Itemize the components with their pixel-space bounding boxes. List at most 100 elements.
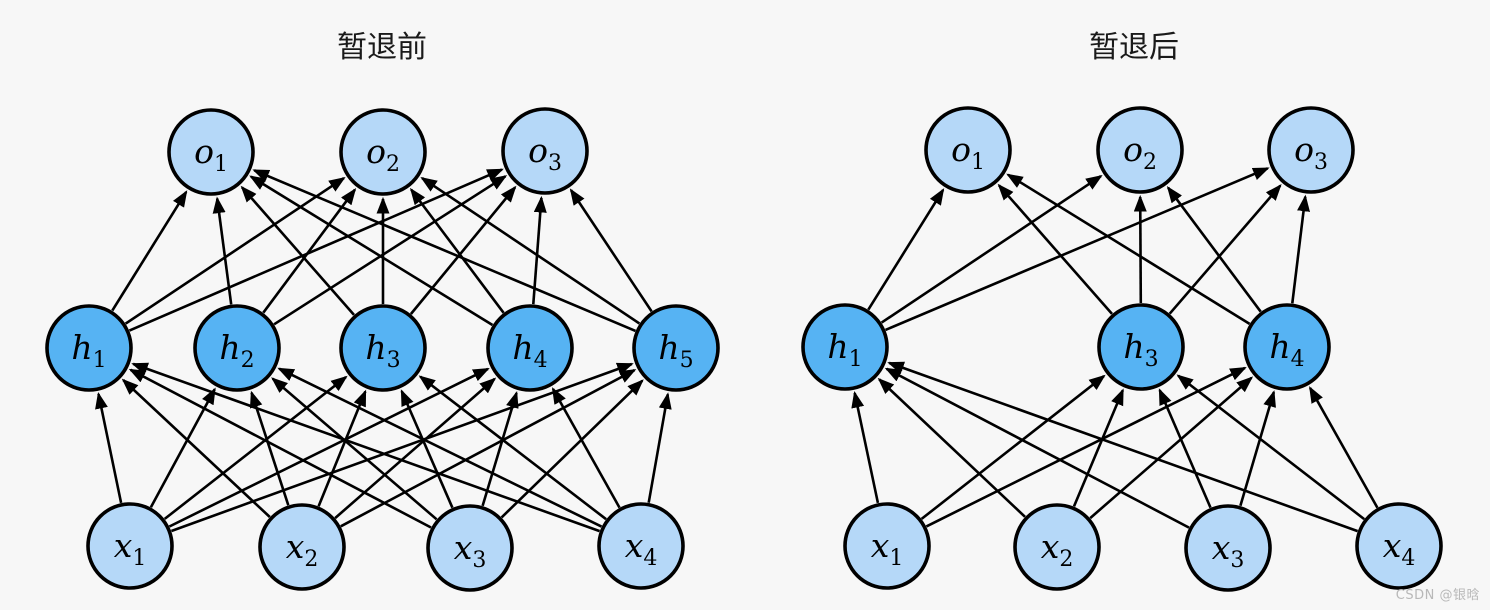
- node-label-before-x3: x3: [454, 528, 487, 573]
- edge-before-h2-o3: [273, 175, 508, 326]
- node-label-before-o1: o1: [194, 132, 228, 177]
- node-circle-after-x3: [1184, 504, 1272, 592]
- node-before-x3: x3: [426, 504, 514, 592]
- node-label-after-x3: x3: [1212, 528, 1245, 573]
- edge-before-h1-o2: [124, 176, 346, 325]
- node-label-after-x4: x4: [1383, 526, 1416, 571]
- node-circle-before-o3: [501, 107, 589, 195]
- edge-after-h3-o1: [997, 183, 1113, 315]
- node-label-before-h4: h4: [512, 328, 547, 373]
- edge-before-h5-o3: [569, 188, 653, 313]
- node-label-after-h3: h3: [1123, 327, 1158, 372]
- edge-after-x4-h4: [1308, 386, 1379, 509]
- edge-after-h4-o3: [1291, 194, 1310, 304]
- edge-after-x3-h3: [1158, 388, 1212, 509]
- edge-before-x2-h2: [249, 390, 290, 506]
- edge-before-x3-h3: [400, 389, 454, 509]
- node-label-before-h3: h3: [365, 328, 400, 373]
- node-after-h4: h4: [1243, 303, 1331, 391]
- node-after-h3: h3: [1097, 303, 1185, 391]
- node-label-after-x1: x1: [871, 526, 904, 571]
- edge-before-h5-o2: [420, 176, 641, 325]
- node-label-after-h4: h4: [1269, 327, 1304, 372]
- edge-after-h4-o2: [1166, 186, 1262, 313]
- edge-before-x3-h2: [271, 377, 438, 521]
- node-circle-before-o2: [339, 108, 427, 196]
- edge-before-x1-h2: [149, 387, 216, 508]
- node-after-o1: o1: [924, 106, 1012, 194]
- node-circle-after-o3: [1267, 106, 1355, 194]
- node-after-x4: x4: [1355, 502, 1443, 590]
- node-before-o3: o3: [501, 107, 589, 195]
- node-circle-before-x4: [597, 502, 685, 590]
- node-before-h5: h5: [632, 304, 720, 392]
- node-after-o3: o3: [1267, 106, 1355, 194]
- node-circle-after-x4: [1355, 502, 1443, 590]
- edge-before-h4-o1: [249, 175, 494, 327]
- panel-title-before: 暂退前: [337, 30, 427, 65]
- node-circle-before-x2: [258, 503, 346, 591]
- node-after-x2: x2: [1013, 503, 1101, 591]
- edge-after-x3-h4: [1239, 390, 1276, 507]
- node-circle-after-h3: [1097, 303, 1185, 391]
- node-label-before-x2: x2: [286, 527, 319, 572]
- edge-before-x2-h3: [317, 389, 367, 507]
- edge-after-h1-o3: [884, 167, 1270, 332]
- edge-before-x3-h1: [128, 368, 432, 529]
- edge-after-x1-h4: [925, 366, 1247, 528]
- edge-before-h4-o3: [532, 195, 547, 305]
- node-circle-after-x1: [843, 502, 931, 590]
- edge-before-x4-h3: [418, 375, 607, 521]
- node-after-x1: x1: [843, 502, 931, 590]
- edge-before-h4-o2: [409, 187, 505, 314]
- node-circle-before-x1: [86, 502, 174, 590]
- edge-before-x2-h4: [334, 377, 497, 520]
- edge-after-h3-o3: [1168, 184, 1282, 315]
- node-label-before-h2: h2: [219, 328, 254, 373]
- node-label-before-h5: h5: [658, 328, 693, 373]
- edge-before-x4-h4: [551, 387, 621, 509]
- edge-before-x1-h1: [95, 391, 123, 504]
- node-after-x3: x3: [1184, 504, 1272, 592]
- node-before-x4: x4: [597, 502, 685, 590]
- node-label-after-o1: o1: [951, 130, 985, 175]
- node-before-h3: h3: [339, 304, 427, 392]
- node-circle-after-h1: [801, 303, 889, 391]
- edge-before-h3-o1: [240, 185, 355, 316]
- edge-before-x3-h5: [500, 379, 644, 519]
- edge-before-h5-o1: [252, 169, 637, 333]
- edge-before-x2-h1: [121, 378, 271, 518]
- node-label-before-x4: x4: [625, 526, 658, 571]
- edge-before-x2-h5: [340, 368, 637, 528]
- node-label-before-x1: x1: [114, 526, 147, 571]
- node-circle-before-h5: [632, 304, 720, 392]
- node-after-o2: o2: [1096, 106, 1184, 194]
- edge-before-h1-o3: [128, 168, 504, 332]
- edge-after-x2-h1: [877, 377, 1026, 518]
- edge-after-h1-o1: [867, 188, 945, 311]
- edge-before-x1-h4: [168, 367, 490, 528]
- edge-after-h4-o1: [1006, 173, 1251, 326]
- node-before-h1: h1: [45, 304, 133, 392]
- watermark: CSDN @银晗: [1395, 588, 1480, 603]
- node-circle-before-o1: [167, 108, 255, 196]
- edge-after-x4-h3: [1176, 374, 1365, 521]
- edge-after-x1-h3: [920, 374, 1106, 520]
- edge-before-x4-h5: [647, 392, 672, 503]
- node-before-o2: o2: [339, 108, 427, 196]
- edge-after-x2-h3: [1072, 388, 1124, 507]
- node-before-x1: x1: [86, 502, 174, 590]
- edge-before-x4-h1: [131, 362, 601, 533]
- edge-before-h3-o3: [409, 185, 517, 315]
- node-circle-after-o1: [924, 106, 1012, 194]
- node-after-h1: h1: [801, 303, 889, 391]
- node-circle-after-x2: [1013, 503, 1101, 591]
- node-circle-before-h1: [45, 304, 133, 392]
- edge-before-x4-h2: [277, 367, 603, 528]
- panel-before: 暂退前 x1 x2 x3 x4 h1 h2 h3 h4 h5 o1 o2 o3: [45, 30, 720, 592]
- node-before-x2: x2: [258, 503, 346, 591]
- edge-before-h2-o1: [212, 196, 233, 305]
